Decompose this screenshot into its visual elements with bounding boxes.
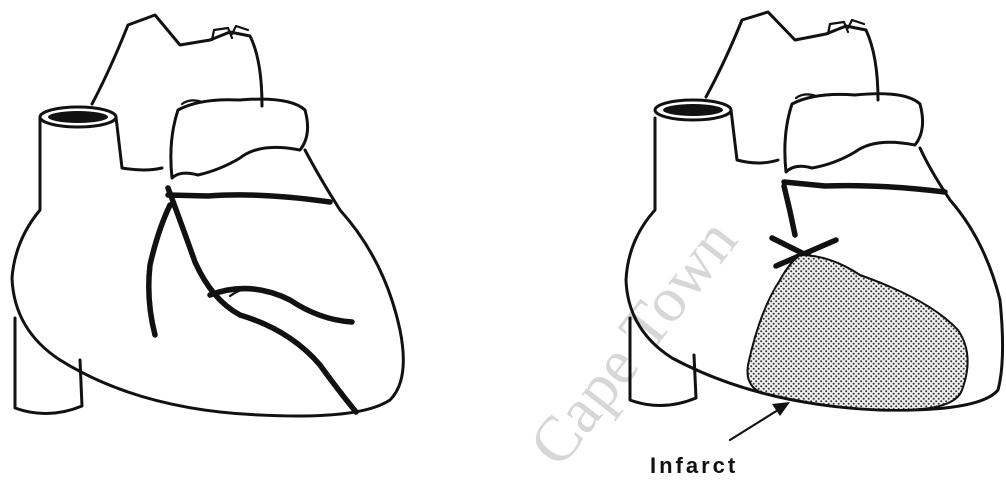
- normal-heart: [12, 15, 403, 416]
- left-heart-outline: [12, 118, 403, 416]
- left-pulmonary: [171, 99, 308, 178]
- left-aorta: [92, 15, 262, 106]
- right-aorta: [706, 12, 878, 100]
- left-coronary-lad: [168, 188, 356, 412]
- infarct-label: Infarct: [650, 453, 738, 479]
- right-pulmonary: [785, 94, 923, 172]
- infarct-region: [748, 255, 968, 410]
